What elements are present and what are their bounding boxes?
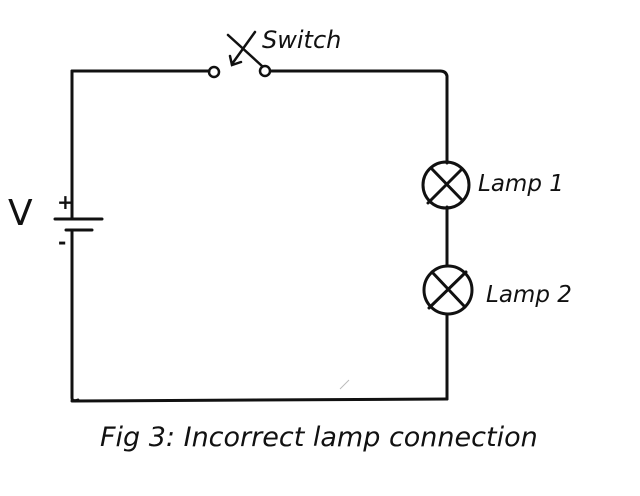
lamp-1-symbol <box>421 160 471 210</box>
figure-caption: Fig 3: Incorrect lamp connection <box>100 422 538 453</box>
negative-terminal-label: - <box>58 230 67 254</box>
lamp-1-cross-b <box>426 167 464 205</box>
switch-symbol <box>207 30 272 79</box>
voltage-label: V <box>8 193 33 234</box>
wire-left-lower <box>70 228 80 403</box>
lamp-2-cross-b <box>427 270 468 310</box>
lamp-1-label: Lamp 1 <box>478 171 564 197</box>
positive-terminal-label: + <box>57 190 74 214</box>
lamp-2-circle <box>422 264 474 316</box>
wire-bottom <box>70 397 449 403</box>
stray-mark <box>339 379 350 390</box>
switch-lever <box>226 33 264 68</box>
switch-terminal-left <box>207 65 221 79</box>
battery-symbol <box>53 217 104 232</box>
lamp-1-circle <box>421 160 471 210</box>
lamp-2-label: Lamp 2 <box>486 282 572 308</box>
wire-right-upper <box>438 69 449 165</box>
switch-arrow-shaft <box>230 30 257 66</box>
switch-arrow-head <box>228 54 243 67</box>
switch-terminal-right <box>258 64 272 78</box>
lamp-2-symbol <box>422 264 474 316</box>
switch-label: Switch <box>262 26 342 54</box>
